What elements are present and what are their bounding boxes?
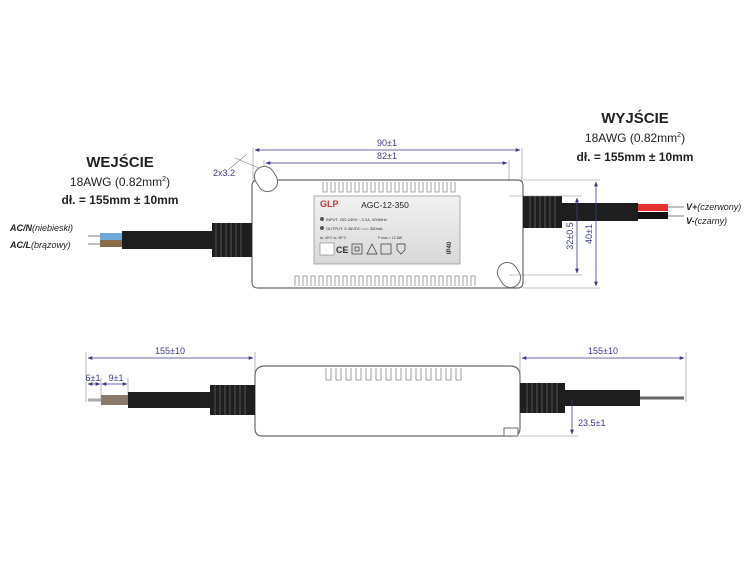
power-spec: P max = 12.6W xyxy=(378,236,403,240)
product-label: GLP AGC-12-350 INPUT: 200-240V~, 0.2A, 5… xyxy=(313,195,461,265)
output-length: dł. = 155mm ± 10mm xyxy=(577,150,694,164)
output-spec: OUTPUT: 9-36VDC === 350mA xyxy=(326,226,383,231)
strip-1-label: 6±1 xyxy=(86,373,101,383)
side-input-cable xyxy=(88,385,255,415)
transformer-icon xyxy=(380,243,392,255)
input-bullet-icon xyxy=(320,217,324,221)
dim-mount-spacing: 32±0.5 xyxy=(509,179,600,289)
housing-side xyxy=(254,365,521,437)
wire-minus-label: V-(czarny) xyxy=(686,216,727,226)
thickness-label: 23.5±1 xyxy=(578,418,605,428)
dim-thickness: 23.5±1 xyxy=(520,400,605,437)
length-mount-label: 82±1 xyxy=(377,151,397,161)
temp-spec: ta: 40°C tc: 90°C xyxy=(320,236,347,240)
input-spec: INPUT: 200-240V~, 0.2A, 50/60Hz xyxy=(326,217,387,222)
model-label: AGC-12-350 xyxy=(361,200,409,210)
output-awg: 18AWG (0.82mm2) xyxy=(585,131,685,145)
input-heading: WEJŚCIE xyxy=(86,153,154,171)
length-total-label: 90±1 xyxy=(377,138,397,148)
input-length: dł. = 155mm ± 10mm xyxy=(62,193,179,207)
output-bullet-icon xyxy=(320,226,324,230)
input-cable xyxy=(88,223,252,257)
wire-blue xyxy=(100,233,122,240)
output-strain-relief xyxy=(523,196,562,228)
top-view: 90±1 82±1 2x3.2 xyxy=(88,138,684,289)
mount-spacing-label: 32±0.5 xyxy=(565,222,575,249)
class-ii-icon xyxy=(366,243,378,255)
ce-mark-icon: CE xyxy=(336,245,349,255)
dim-cable-out: 155±10 xyxy=(519,346,687,402)
output-heading: WYJŚCIE xyxy=(601,109,669,127)
wire-l-label: AC/L(brązowy) xyxy=(9,240,71,250)
side-wire xyxy=(101,395,128,405)
dim-cable-in: 155±10 xyxy=(85,346,256,402)
certification-mark-icon xyxy=(319,242,335,256)
input-info: WEJŚCIE 18AWG (0.82mm2) dł. = 155mm ± 10… xyxy=(9,153,178,250)
height-label: 40±1 xyxy=(584,224,594,244)
output-cable xyxy=(523,196,684,228)
wire-n-label: AC/N(niebieski) xyxy=(9,223,73,233)
wire-red xyxy=(638,204,668,211)
side-output-cable xyxy=(520,383,684,413)
input-cable-jacket xyxy=(122,231,212,249)
ip-rating: IP40 xyxy=(447,241,453,254)
input-strain-relief xyxy=(212,223,252,257)
shield-icon xyxy=(396,243,406,255)
output-cable-jacket xyxy=(562,203,638,221)
hole-label: 2x3.2 xyxy=(213,168,235,178)
strip-2-label: 9±1 xyxy=(109,373,124,383)
wire-brown xyxy=(100,240,122,247)
wire-black xyxy=(638,212,668,219)
output-info: WYJŚCIE 18AWG (0.82mm2) dł. = 155mm ± 10… xyxy=(577,109,742,226)
cable-out-label: 155±10 xyxy=(588,346,618,356)
input-awg: 18AWG (0.82mm2) xyxy=(70,175,170,189)
cable-in-label: 155±10 xyxy=(155,346,185,356)
side-input-strain-relief xyxy=(210,385,255,415)
wire-plus-label: V+(czerwony) xyxy=(686,202,741,212)
dim-height: 40±1 xyxy=(584,181,598,287)
brand-logo: GLP xyxy=(320,199,339,209)
side-view: 155±10 6±1 9±1 xyxy=(85,346,687,437)
double-insulation-icon xyxy=(351,243,363,255)
